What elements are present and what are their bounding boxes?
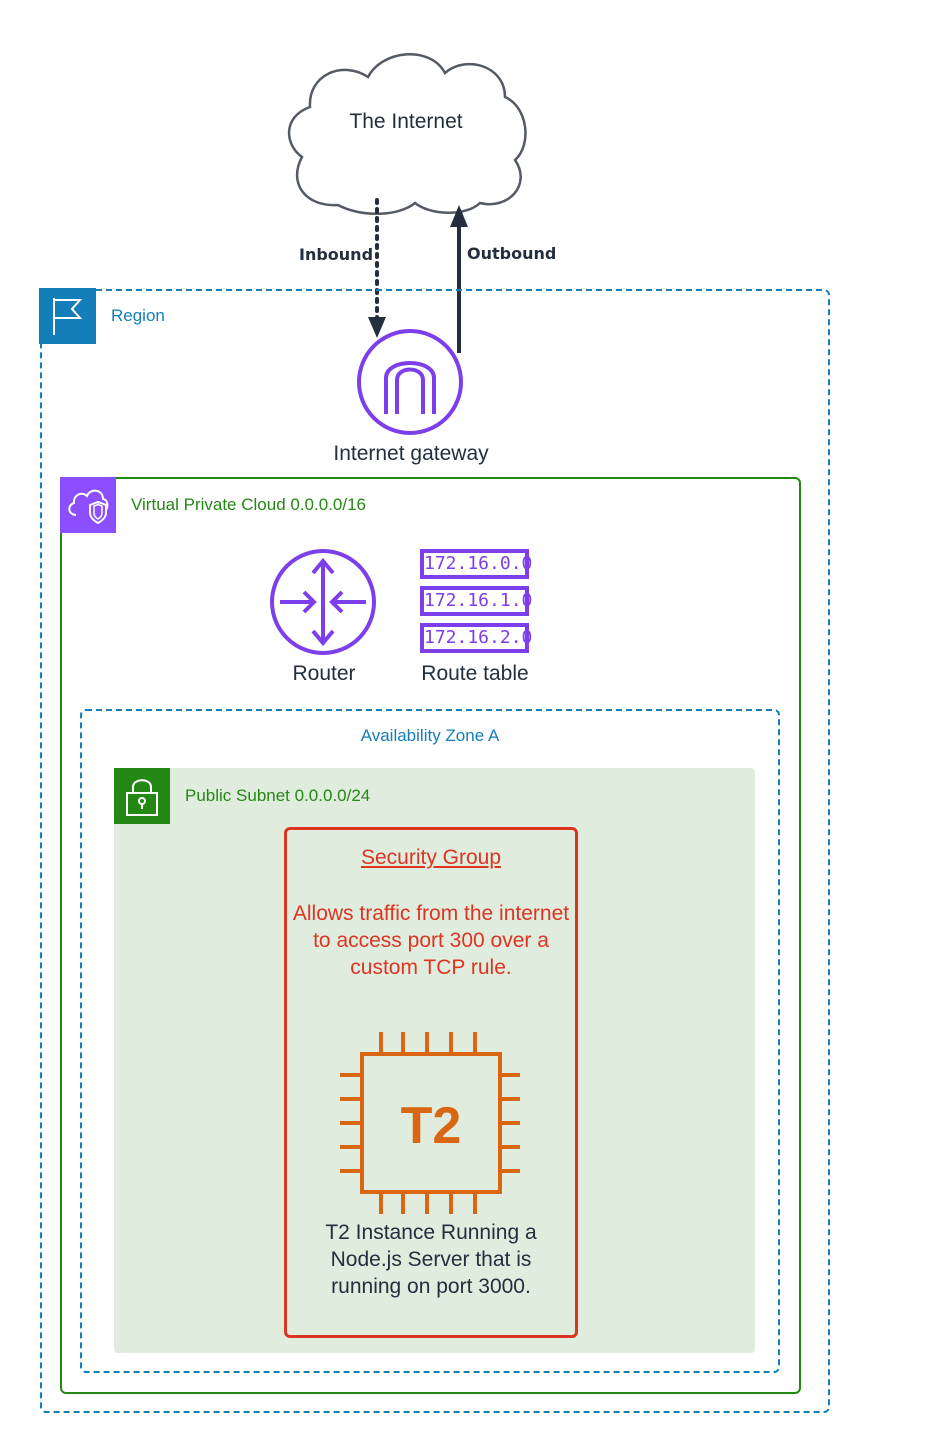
inbound-arrowhead [368,317,386,338]
security-group-container [284,827,578,1338]
availability-zone-label: Availability Zone A [360,726,500,745]
outbound-label: Outbound [467,244,557,263]
router-icon [270,549,376,655]
route-table-label: Route table [421,662,529,685]
security-group-title: Security Group [360,846,502,869]
public-subnet-container [114,768,755,1353]
lock-icon [114,768,170,824]
router-label: Router [292,662,356,685]
region-container [40,289,830,1413]
region-label: Region [111,306,165,325]
public-subnet-label: Public Subnet 0.0.0.0/24 [185,786,371,805]
vpc-label: Virtual Private Cloud 0.0.0.0/16 [131,495,366,514]
inbound-label: Inbound [299,245,374,264]
vpc-container [60,477,801,1394]
internet-label: The Internet [349,110,463,133]
instance-description: T2 Instance Running a Node.js Server tha… [325,1221,537,1298]
region-flag-icon [39,288,96,344]
security-group-description: Allows traffic from the internet to acce… [292,902,570,979]
ec2-t2-instance-icon: T2 [340,1032,520,1214]
chip-label: T2 [401,1097,462,1155]
route-table-entry: 172.16.0.0 [420,549,532,579]
internet-gateway-label: Internet gateway [333,442,489,465]
route-table-entry: 172.16.2.0 [420,623,532,653]
availability-zone-container [80,709,780,1373]
vpc-cloud-shield-icon [60,477,116,533]
internet-gateway-icon [357,329,463,435]
route-table-entry: 172.16.1.0 [420,586,532,616]
outbound-arrowhead [450,205,468,227]
internet-cloud-icon [287,52,527,215]
